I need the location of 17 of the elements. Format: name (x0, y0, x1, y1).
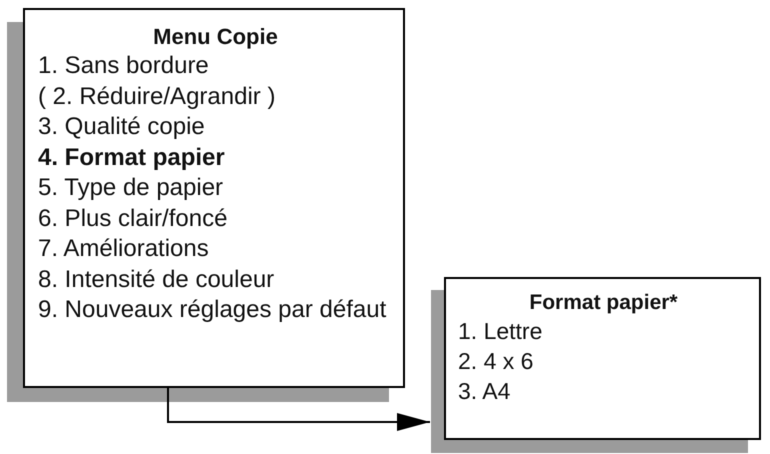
menu-item: 6. Plus clair/foncé (38, 204, 228, 234)
menu-heading: Menu Copie (153, 23, 278, 51)
menu-item: 2. 4 x 6 (458, 347, 534, 376)
menu-item: 4. Format papier (38, 142, 225, 172)
menu-item: 3. Qualité copie (38, 112, 205, 142)
menu-panel (23, 8, 405, 388)
menu-panel (444, 277, 761, 440)
menu-item: 5. Type de papier (38, 173, 224, 203)
menu-item: ( 2. Réduire/Agrandir ) (38, 82, 276, 112)
menu-heading: Format papier* (529, 290, 678, 316)
menu-item: 8. Intensité de couleur (38, 264, 274, 294)
menu-item: 7. Améliorations (38, 234, 209, 264)
menu-item: 9. Nouveaux réglages par défaut (38, 295, 386, 325)
arrow (167, 388, 430, 431)
menu-item: 1. Sans bordure (38, 51, 209, 81)
menu-item: 1. Lettre (458, 317, 542, 346)
menu-item: 3. A4 (458, 377, 510, 406)
